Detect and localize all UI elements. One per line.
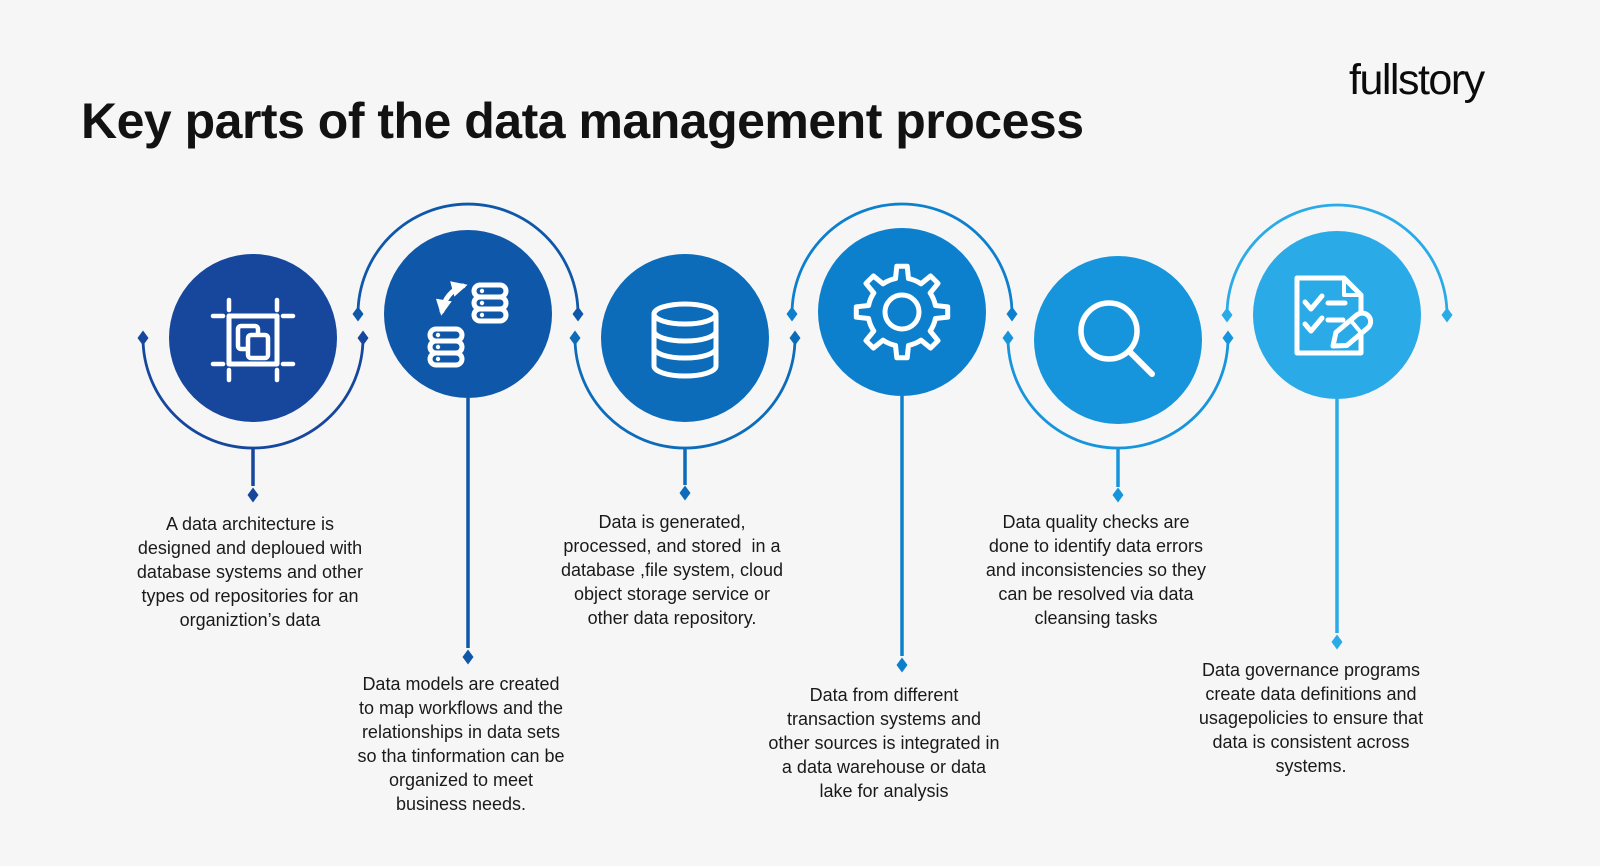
- step-3: [569, 254, 801, 501]
- data-models-icon: [427, 281, 509, 368]
- step-2-diamond-text: [462, 649, 474, 665]
- step-6-circle: [1253, 231, 1421, 399]
- step-2-diamond-left: [352, 306, 364, 322]
- data-architecture-icon: [210, 297, 296, 383]
- step-5-description: Data quality checks are done to identify…: [985, 512, 1207, 628]
- step-2-circle: [384, 230, 552, 398]
- step-1-diamond-right: [357, 330, 369, 346]
- step-6-arc: [1225, 203, 1449, 316]
- step-6-diamond-left: [1221, 307, 1233, 323]
- checkmark-icon: [1302, 315, 1325, 334]
- database-icon: [651, 301, 719, 379]
- step-4-diamond-left: [786, 306, 798, 322]
- step-6-diamond-right: [1441, 307, 1453, 323]
- gear-icon-path: [853, 263, 951, 361]
- step-5-diamond-left: [1002, 330, 1014, 346]
- gear-icon: [853, 263, 951, 361]
- pencil-icon: [1330, 310, 1374, 349]
- step-2-arc: [356, 202, 580, 315]
- step-2: [352, 202, 584, 665]
- step-5: [1002, 256, 1234, 503]
- transfer-arrow: [435, 281, 468, 316]
- checklist-document-icon: [1294, 275, 1374, 356]
- step-2-diamond-right: [572, 306, 584, 322]
- step-6-description: Data governance programs create data def…: [1198, 660, 1424, 776]
- step-1-description: A data architecture is designed and depl…: [136, 514, 364, 630]
- search-icon: [1078, 300, 1155, 377]
- step-1: [137, 254, 369, 503]
- step-6-diamond-text: [1331, 634, 1343, 650]
- step-3-diamond-right: [789, 330, 801, 346]
- step-1-diamond-text: [247, 487, 259, 503]
- step-3-description: Data is generated, processed, and stored…: [560, 512, 784, 628]
- step-4-diamond-text: [896, 657, 908, 673]
- step-1-diamond-left: [137, 330, 149, 346]
- step-6: [1221, 203, 1453, 650]
- fullstory-logo: fullstory: [1349, 56, 1485, 104]
- step-3-diamond-left: [569, 330, 581, 346]
- step-3-diamond-text: [679, 485, 691, 501]
- step-2-description: Data models are created to map workflows…: [357, 674, 565, 814]
- checkmark-icon: [1302, 293, 1325, 312]
- step-5-diamond-right: [1222, 330, 1234, 346]
- step-5-circle: [1034, 256, 1202, 424]
- step-4-description: Data from different transaction systems …: [768, 685, 1000, 801]
- step-4-diamond-right: [1006, 306, 1018, 322]
- step-4-circle: [818, 228, 986, 396]
- step-5-diamond-text: [1112, 487, 1124, 503]
- step-4-arc: [790, 202, 1014, 315]
- step-3-circle: [601, 254, 769, 422]
- step-4: [786, 202, 1018, 673]
- page-title: Key parts of the data management process: [81, 92, 1084, 149]
